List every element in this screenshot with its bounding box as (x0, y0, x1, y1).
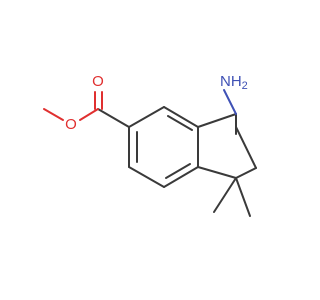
ester-oxygen-label: O (65, 116, 77, 133)
bond-c3-n (223, 89, 237, 115)
bond-c7a-c3 (197, 113, 237, 128)
carbonyl-oxygen-label: O (92, 73, 104, 90)
bond-c2-c1 (235, 167, 257, 179)
bond-c3-c2b (235, 126, 257, 169)
molecule-structure: O O NH2 (43, 73, 257, 217)
amine-nh: NH (220, 73, 242, 90)
bond-ring-c3a-c7 (163, 166, 199, 188)
bond-ring-carbonyl (97, 108, 130, 128)
bond-aromatic-inner-1 (167, 115, 193, 131)
bond-methyl-2 (235, 177, 251, 217)
bond-aromatic-inner-2 (165, 163, 191, 179)
amine-label: NH2 (220, 73, 248, 92)
bond-carbonyl-ester-o (79, 108, 99, 121)
bond-ring-c7-c8 (128, 166, 165, 188)
bond-methyl-1 (213, 177, 237, 213)
bond-ester-o-methyl (43, 108, 64, 121)
bond-ring-c5-c6 (128, 106, 165, 128)
amine-subscript: 2 (242, 80, 248, 92)
bond-c1-c3a (197, 166, 237, 179)
bond-ring-c6-c7a (163, 106, 199, 128)
